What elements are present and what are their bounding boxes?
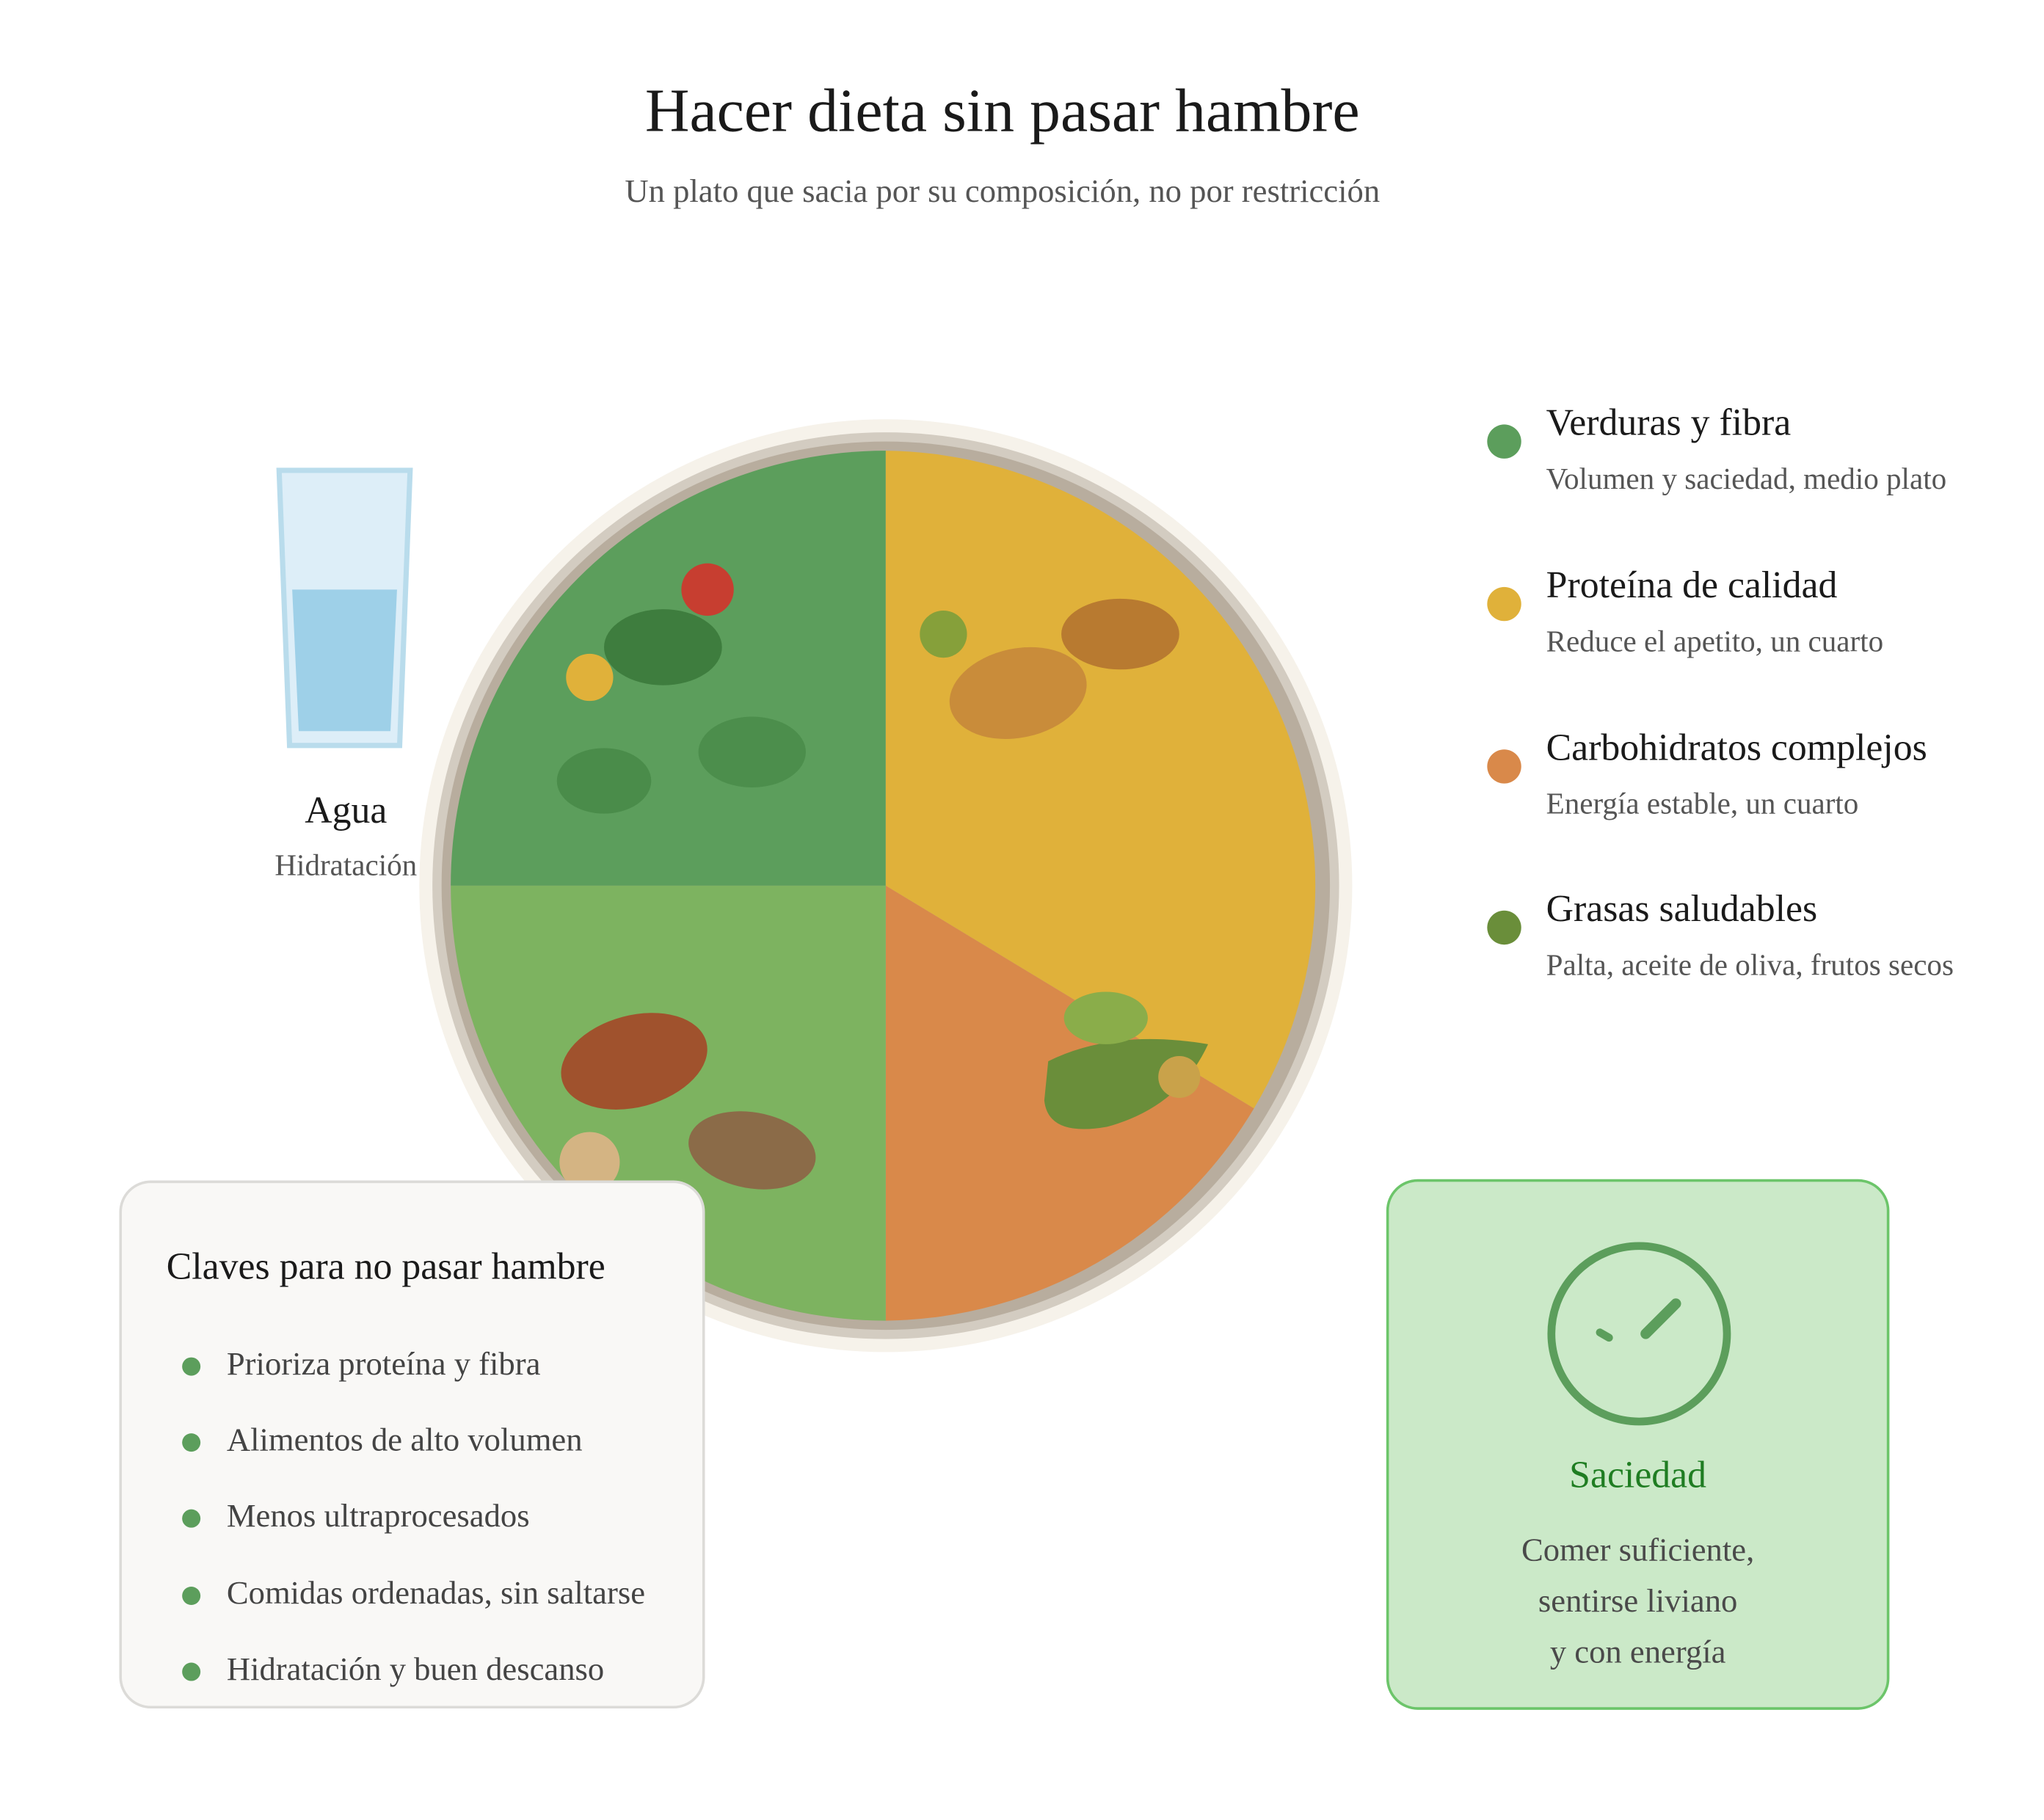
bullet-icon	[182, 1586, 201, 1605]
list-item-text: Hidratación y buen descanso	[226, 1652, 605, 1688]
satiety-text-line: sentirse liviano	[1538, 1584, 1738, 1620]
list-item-text: Comidas ordenadas, sin saltarse	[226, 1576, 646, 1612]
plate-section-proteina	[885, 451, 1316, 1109]
olive-shape	[1063, 991, 1148, 1044]
satiety-card: Saciedad Comer suficiente, sentirse livi…	[1386, 1179, 1890, 1710]
legend-dot-verduras	[1487, 424, 1521, 459]
legend-dot-grasas	[1487, 910, 1521, 945]
gauge-needle	[1640, 1298, 1681, 1339]
keys-card: Claves para no pasar hambre Prioriza pro…	[119, 1180, 705, 1709]
page-title: Hacer dieta sin pasar hambre	[644, 77, 1360, 146]
water-fill	[292, 589, 397, 732]
legend-title: Verduras y fibra	[1546, 402, 1792, 445]
bullet-icon	[182, 1662, 201, 1681]
plate-section-verduras-2	[451, 885, 886, 1321]
water-label: Agua	[305, 790, 388, 832]
legend-title: Proteína de calidad	[1546, 564, 1838, 607]
bullet-icon	[182, 1433, 201, 1452]
gauge-icon	[1547, 1242, 1731, 1426]
list-item-text: Menos ultraprocesados	[226, 1499, 530, 1535]
legend-dot-carbohidratos	[1487, 749, 1521, 784]
gauge-ring	[1547, 1242, 1731, 1426]
list-item-text: Alimentos de alto volumen	[226, 1422, 583, 1459]
satiety-text-line: Comer suficiente,	[1521, 1532, 1755, 1569]
seed-shape	[1158, 1055, 1201, 1099]
gauge-tick	[1596, 1328, 1613, 1342]
satiety-text-line: y con energía	[1549, 1635, 1726, 1671]
broccoli-shape	[698, 716, 806, 787]
legend-description: Palta, aceite de oliva, frutos secos	[1546, 948, 1954, 982]
legend-description: Reduce el apetito, un cuarto	[1546, 625, 1884, 658]
list-item-text: Prioriza proteína y fibra	[226, 1347, 541, 1383]
legend-description: Energía estable, un cuarto	[1546, 787, 1859, 820]
tomato-shape	[681, 563, 734, 616]
bean-shape	[561, 1013, 708, 1110]
page-subtitle: Un plato que sacia por su composición, n…	[625, 174, 1381, 210]
legend-title: Carbohidratos complejos	[1546, 727, 1927, 769]
keys-title: Claves para no pasar hambre	[166, 1245, 605, 1288]
water-sublabel: Hidratación	[274, 848, 418, 882]
legend-title: Grasas saludables	[1546, 888, 1818, 931]
meat-shape	[949, 647, 1087, 739]
satiety-title: Saciedad	[1569, 1454, 1707, 1496]
bullet-icon	[182, 1509, 201, 1528]
nut-shape	[559, 1132, 620, 1193]
bullet-icon	[182, 1357, 201, 1376]
broccoli-shape	[556, 748, 652, 814]
legend-dot-proteina	[1487, 586, 1521, 622]
pepper-shape	[566, 653, 614, 702]
legend-description: Volumen y saciedad, medio plato	[1546, 462, 1947, 495]
lentil-shape	[688, 1111, 816, 1190]
broccoli-shape	[604, 609, 722, 685]
herb-shape	[920, 610, 967, 658]
meat-shape	[1061, 598, 1179, 670]
